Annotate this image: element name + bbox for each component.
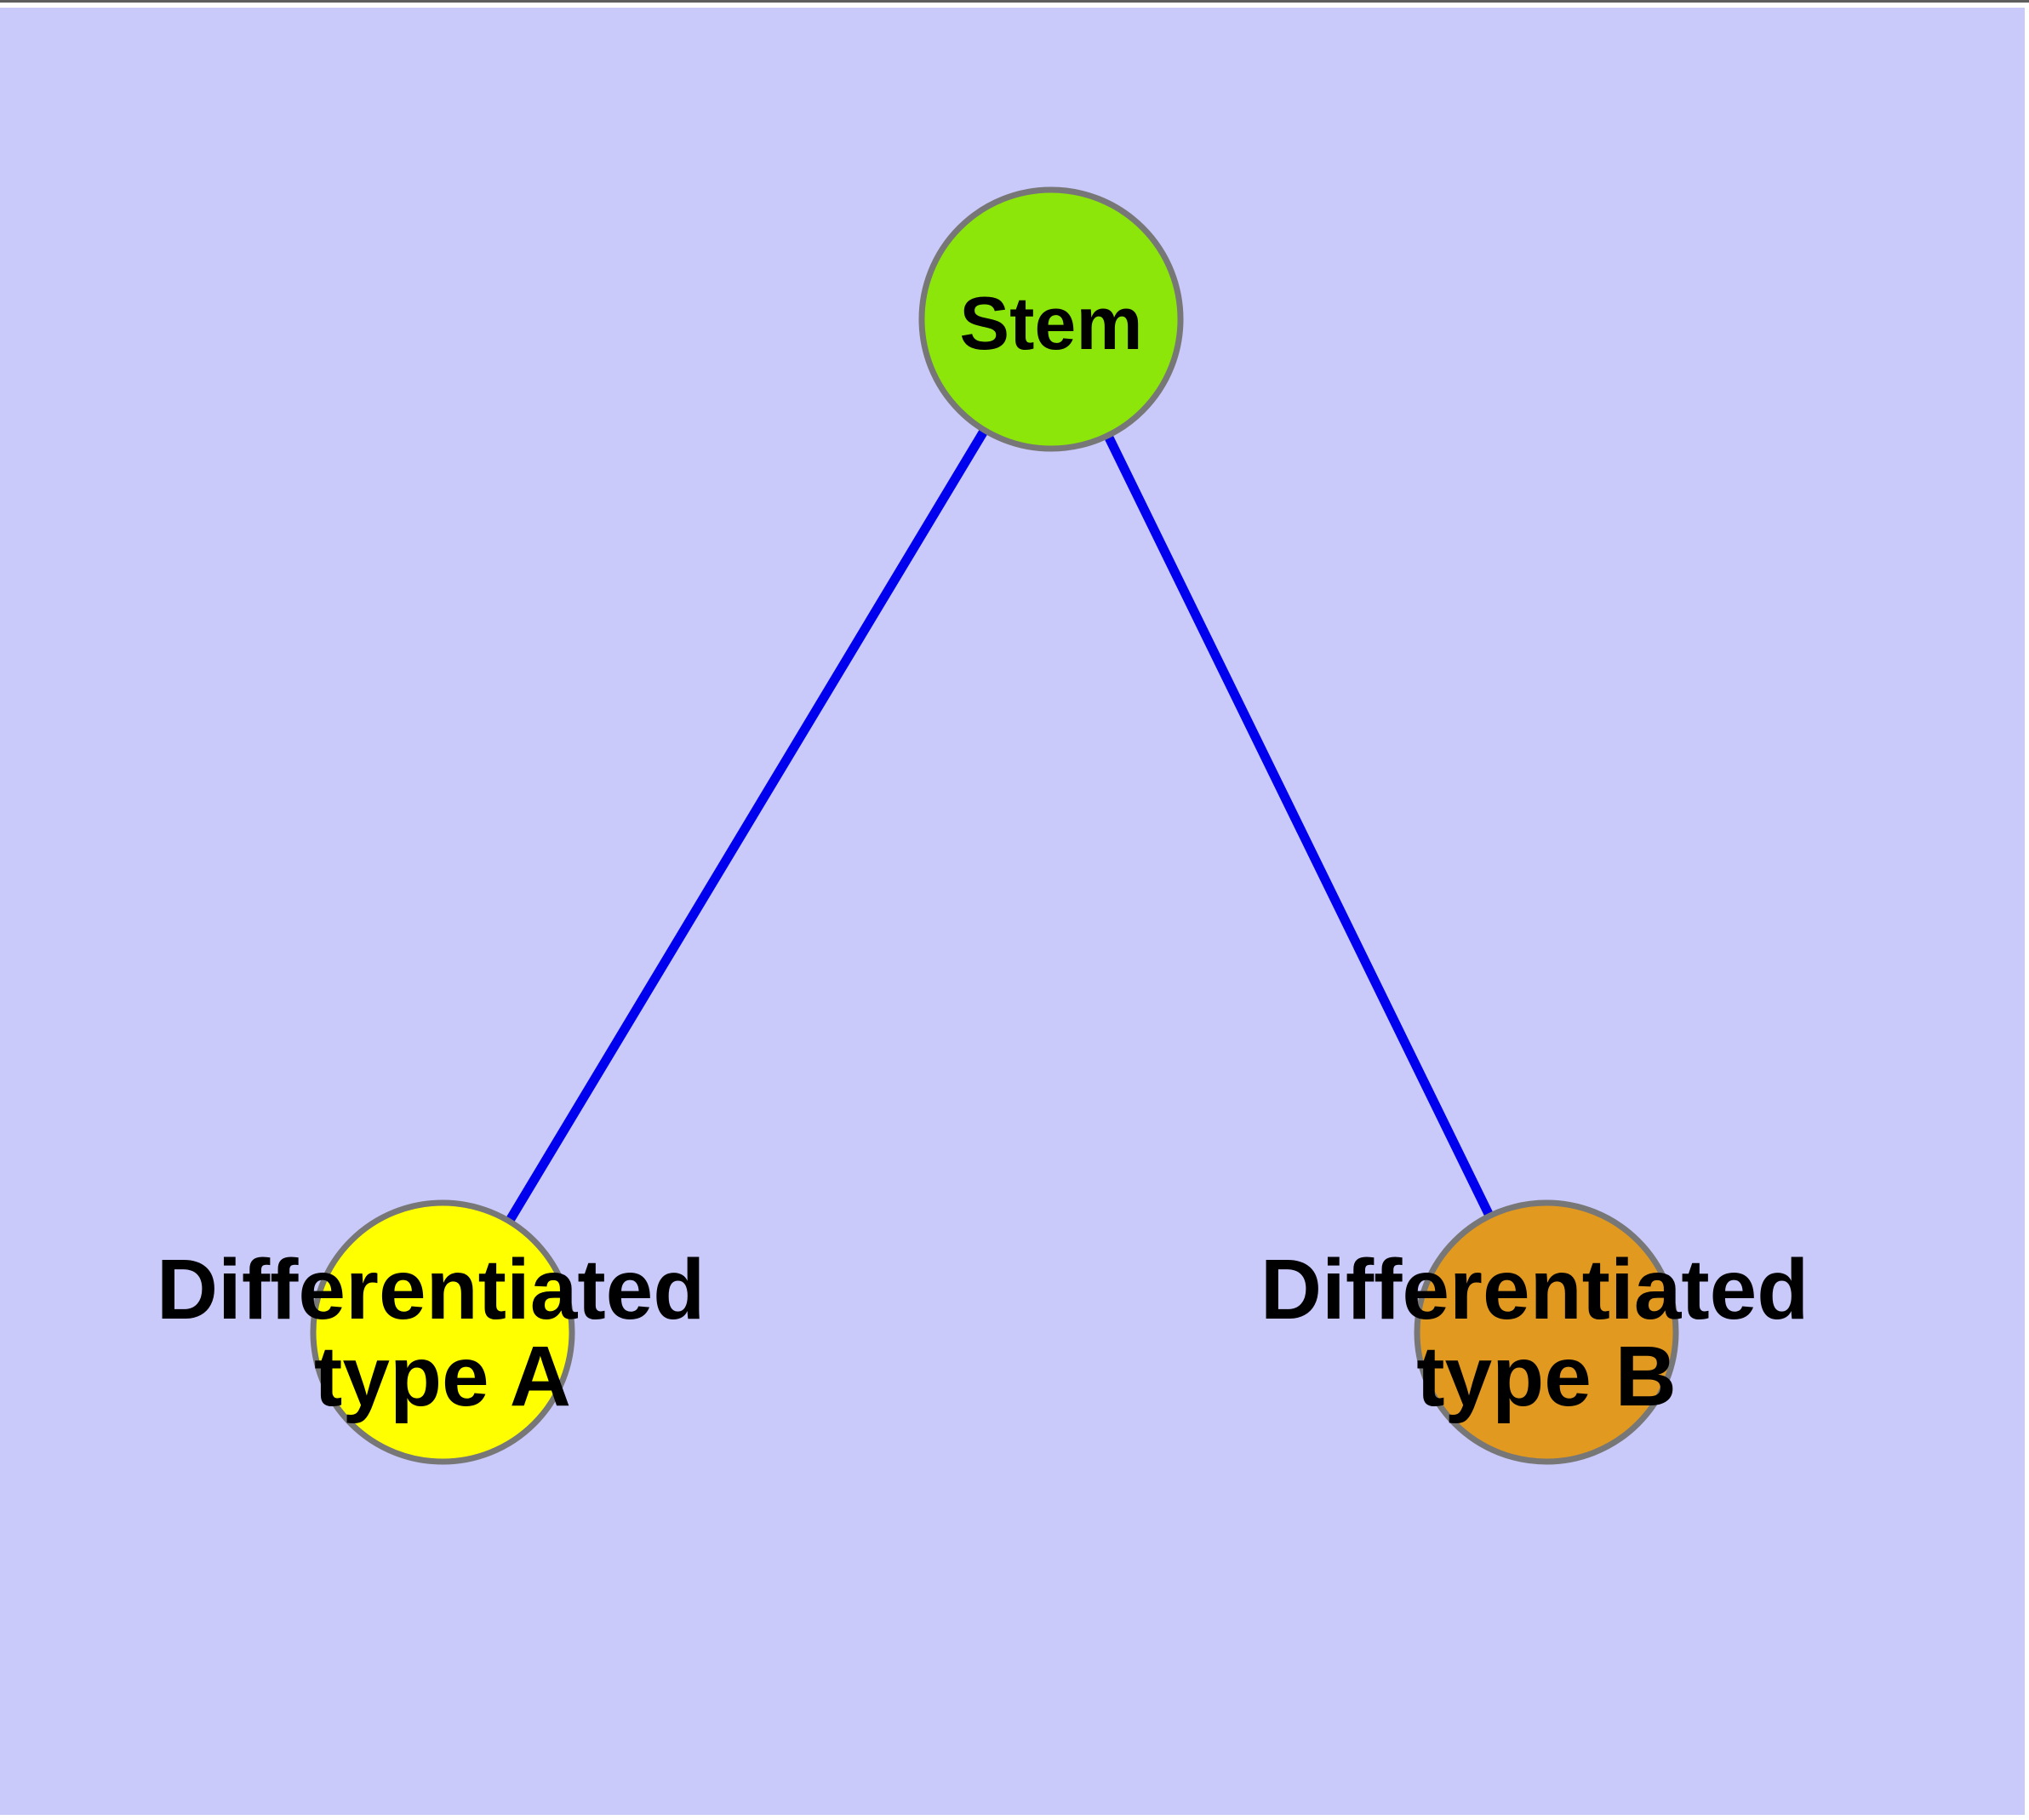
node-differentiated-type-a-label: Differentiated type A	[157, 1242, 729, 1424]
frame-top-line	[0, 0, 2029, 3]
node-differentiated-type-a-label-line1: Differentiated	[157, 1242, 706, 1337]
node-differentiated-type-b-label: Differentiated type B	[1260, 1242, 1832, 1424]
node-differentiated-type-a[interactable]: Differentiated type A	[157, 1199, 729, 1465]
node-differentiated-type-a-circle[interactable]	[310, 1199, 575, 1465]
node-stem-label: Stem	[959, 281, 1142, 365]
node-differentiated-type-b-circle[interactable]	[1414, 1199, 1679, 1465]
node-differentiated-type-b[interactable]: Differentiated type B	[1260, 1199, 1832, 1465]
node-stem-circle[interactable]	[918, 186, 1184, 452]
edge-stem-to-type-b[interactable]	[1047, 317, 1551, 1335]
edge-stem-to-type-a[interactable]	[438, 317, 1055, 1335]
node-stem[interactable]: Stem	[918, 186, 1184, 452]
node-differentiated-type-b-label-line1: Differentiated	[1260, 1242, 1809, 1337]
node-differentiated-type-b-label-line2: type B	[1416, 1329, 1677, 1424]
node-differentiated-type-a-label-line2: type A	[314, 1329, 571, 1424]
